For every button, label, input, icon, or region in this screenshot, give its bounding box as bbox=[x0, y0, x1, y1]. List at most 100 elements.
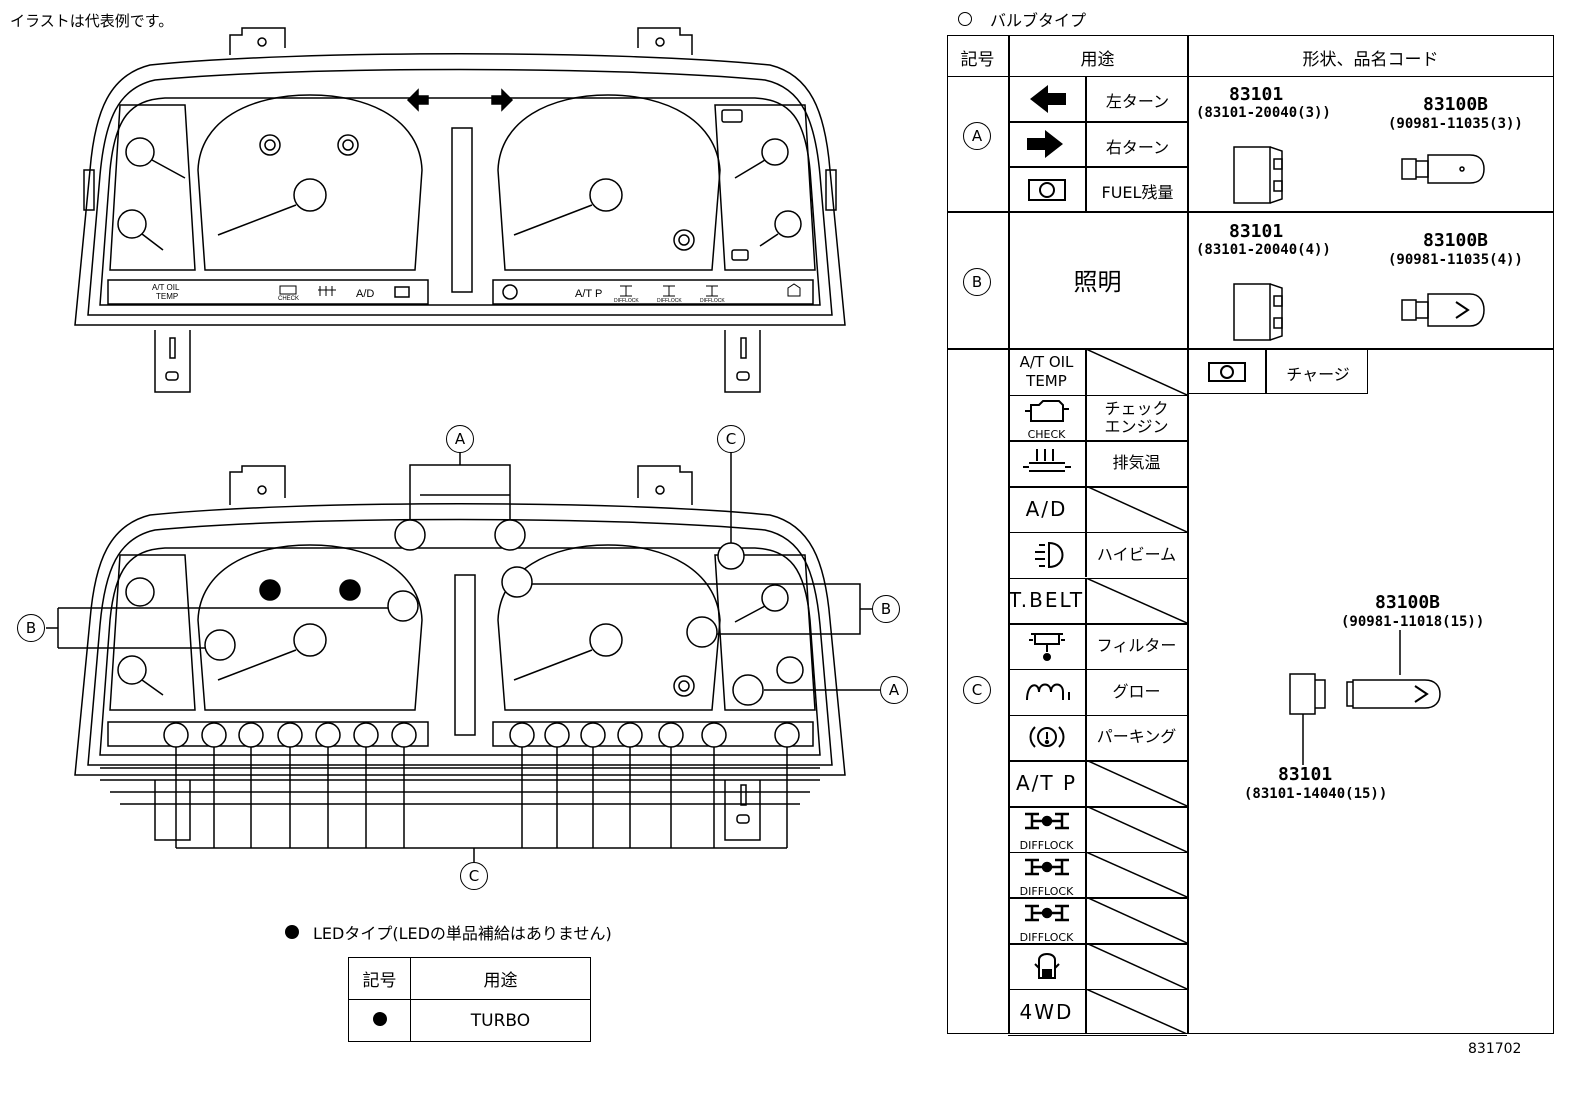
icon-col-divider bbox=[1085, 943, 1087, 989]
c-row-icon-cell: A/T P bbox=[1008, 760, 1085, 806]
group-a-part1-num: 83101 bbox=[1229, 84, 1284, 105]
cluster-top-view bbox=[74, 27, 846, 393]
group-b-divider bbox=[947, 348, 1554, 350]
difflock-label: DIFFLOCK bbox=[1019, 839, 1074, 853]
check-label: CHECK bbox=[1027, 428, 1066, 442]
c-lamp-position bbox=[277, 722, 303, 748]
row-divider bbox=[1008, 714, 1187, 717]
icon-col-divider bbox=[1085, 349, 1087, 395]
door-icon bbox=[787, 283, 801, 297]
check-icon bbox=[1009, 395, 1085, 429]
c-row-icon-cell bbox=[1008, 623, 1085, 669]
use-charge: チャージ bbox=[1286, 365, 1350, 384]
c-row-use bbox=[1086, 577, 1187, 624]
panel-difflock-label-3: DIFFLOCK bbox=[700, 298, 725, 304]
c-row-use bbox=[1086, 760, 1187, 806]
group-c-part1-num: 83100B bbox=[1375, 592, 1441, 613]
c-row-icon-text: A/T P bbox=[1015, 771, 1078, 796]
exhaust-temp-icon bbox=[318, 286, 336, 296]
instrument-cluster-diagram: A/T OIL TEMP A/D A/T P CHECK DIFFLOCK DI… bbox=[46, 27, 880, 862]
charge-divider bbox=[1265, 348, 1267, 394]
panel-ad-label: A/D bbox=[356, 288, 374, 300]
c-row-icon-cell: DIFFLOCK bbox=[1008, 897, 1085, 943]
c-row-use: チェック エンジン bbox=[1104, 398, 1169, 436]
panel-check-label: CHECK bbox=[278, 296, 299, 302]
difflock-label: DIFFLOCK bbox=[1019, 930, 1074, 944]
panel-difflock-label-1: DIFFLOCK bbox=[614, 298, 639, 304]
c-row-use bbox=[1086, 988, 1187, 1035]
c-lamp-position bbox=[201, 722, 227, 748]
group-a-divider bbox=[947, 211, 1554, 213]
bulb-header-use: 用途 bbox=[1080, 50, 1115, 70]
icon-col-divider bbox=[1085, 851, 1087, 898]
use-left-turn: 左ターン bbox=[1105, 92, 1170, 111]
door-icon bbox=[1009, 944, 1085, 988]
exhaust-temp-icon bbox=[1009, 441, 1085, 485]
icon-col-divider bbox=[1085, 988, 1087, 1035]
c-lamp-position bbox=[391, 722, 417, 748]
col-divider-1 bbox=[1008, 35, 1010, 1034]
row-divider bbox=[1008, 1034, 1187, 1036]
cluster-bottom-view bbox=[46, 452, 880, 862]
c-row-use bbox=[1086, 349, 1187, 395]
row-divider bbox=[1008, 668, 1187, 671]
group-c-part2-code: (83101-14040(15)) bbox=[1244, 786, 1388, 802]
drawing-number: 831702 bbox=[1468, 1041, 1522, 1057]
c-lamp-position bbox=[163, 722, 189, 748]
icon-col-divider bbox=[1085, 486, 1087, 532]
icon-col-divider bbox=[1085, 440, 1087, 487]
callout-c-bottom: C bbox=[460, 862, 488, 890]
difflock-icon bbox=[1009, 898, 1085, 932]
wedge-bulb-icon bbox=[1401, 154, 1485, 184]
c-row-use bbox=[1086, 943, 1187, 989]
difflock-icon bbox=[663, 285, 675, 297]
use-fuel: FUEL残量 bbox=[1101, 183, 1174, 202]
group-c-symbol: C bbox=[963, 676, 991, 704]
callout-c-top: C bbox=[717, 425, 745, 453]
c-row-use bbox=[1086, 486, 1187, 532]
panel-at-oil-label: A/T OIL bbox=[152, 283, 180, 292]
c-row-icon-cell bbox=[1008, 715, 1085, 761]
icon-col-divider bbox=[1085, 668, 1087, 715]
led-row-use: TURBO bbox=[410, 999, 591, 1042]
socket-icon bbox=[1289, 673, 1316, 715]
bulb-table-header bbox=[947, 35, 1554, 77]
socket-icon bbox=[1233, 283, 1283, 341]
row-divider bbox=[1008, 394, 1187, 397]
c-row-icon-text: A/D bbox=[1025, 496, 1068, 521]
icon-col-divider bbox=[1085, 531, 1087, 578]
c-row-use: 排気温 bbox=[1112, 453, 1161, 473]
group-c-bulb-assembly bbox=[1289, 630, 1441, 765]
high-beam-icon bbox=[1009, 533, 1085, 577]
group-a-part2-code: (90981-11035(3)) bbox=[1388, 116, 1523, 132]
difflock-label: DIFFLOCK bbox=[1019, 885, 1074, 899]
col-divider-2 bbox=[1187, 35, 1189, 1034]
callout-a-right: A bbox=[880, 676, 908, 704]
c-lamp-position bbox=[658, 722, 684, 748]
bulb-legend-text: バルブタイプ bbox=[990, 11, 1087, 30]
use-right-turn: 右ターン bbox=[1105, 138, 1170, 157]
c-row-use bbox=[1086, 806, 1187, 852]
c-row-icon-cell bbox=[1008, 440, 1085, 486]
c-row-icon-cell: CHECK bbox=[1008, 395, 1085, 441]
bulb-table-frame bbox=[947, 35, 1554, 1034]
led-table: 記号 用途 TURBO bbox=[348, 957, 591, 1042]
bulb-circle-icon bbox=[958, 12, 972, 26]
c-row-use: フィルター bbox=[1096, 636, 1177, 656]
c-row-icon-cell: 4WD bbox=[1008, 989, 1085, 1035]
right-turn-icon bbox=[1027, 130, 1063, 158]
charge-box bbox=[1187, 348, 1368, 394]
c-lamp-position bbox=[509, 722, 535, 748]
led-dot-icon bbox=[285, 925, 299, 939]
difflock-icon bbox=[620, 285, 632, 297]
bulb-legend: バルブタイプ bbox=[958, 7, 1086, 31]
check-engine-icon bbox=[279, 285, 297, 295]
led-dot-icon bbox=[372, 1011, 387, 1026]
icon-col-divider bbox=[1085, 577, 1087, 624]
panel-difflock-label-2: DIFFLOCK bbox=[657, 298, 682, 304]
c-lamp-position bbox=[315, 722, 341, 748]
group-b-symbol: B bbox=[963, 268, 991, 296]
c-lamp-position bbox=[774, 722, 800, 748]
c-row-use: パーキング bbox=[1096, 727, 1177, 747]
callout-b-right: B bbox=[872, 595, 900, 623]
